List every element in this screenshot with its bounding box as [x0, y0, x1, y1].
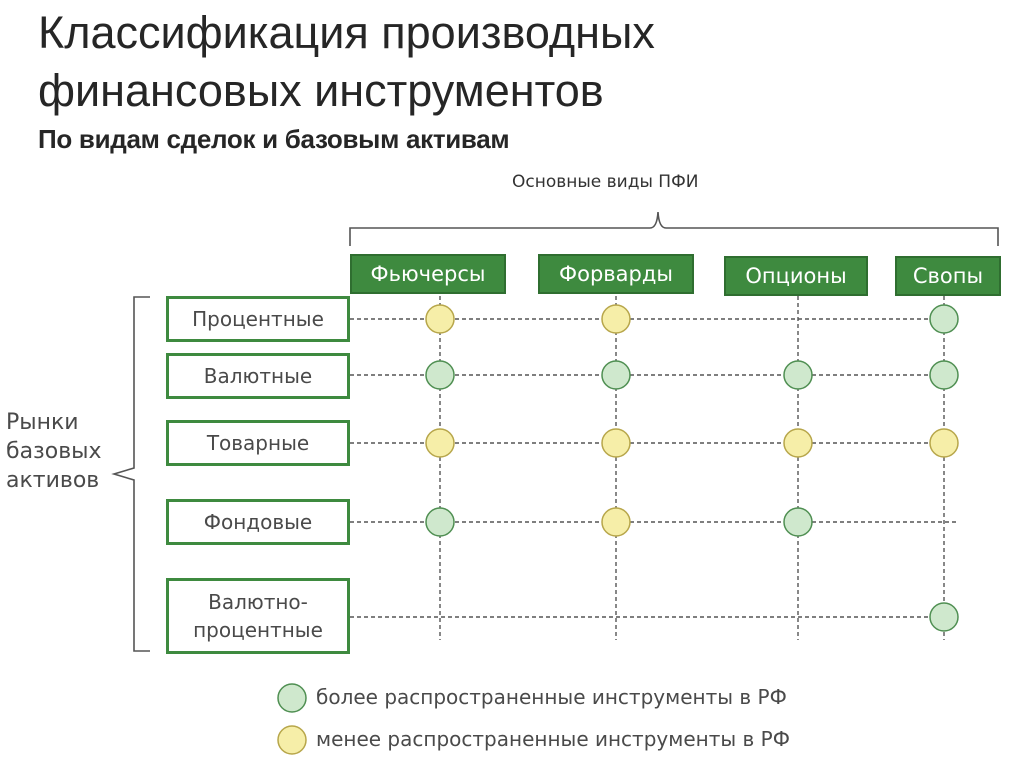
row-header-interest-text: Процентные [192, 307, 324, 331]
less-common-marker [425, 304, 455, 334]
rows-bracket [111, 296, 150, 652]
row-header-currency-interest-line-1: Валютно- [208, 590, 308, 614]
more-common-marker [425, 360, 455, 390]
rows-caption: Рынки базовых активов [6, 408, 102, 495]
grid-dots [425, 304, 959, 632]
row-header-currency-interest: Валютно- процентные [166, 578, 350, 654]
rows-caption-line-2: базовых [6, 439, 102, 464]
row-header-currency-interest-line-2: процентные [193, 618, 323, 642]
rows-caption-line-1: Рынки [6, 410, 79, 435]
less-common-marker [601, 428, 631, 458]
rows-caption-line-3: активов [6, 468, 100, 493]
less-common-marker [783, 428, 813, 458]
row-header-interest: Процентные [166, 296, 350, 342]
legend-markers [277, 683, 307, 755]
more-common-marker [425, 507, 455, 537]
legend-more-label: более распространенные инструменты в РФ [316, 685, 787, 709]
less-common-marker [601, 304, 631, 334]
row-header-stock-text: Фондовые [203, 510, 313, 534]
row-header-commodity: Товарные [166, 420, 350, 466]
legend-more-marker [277, 683, 307, 713]
title-line-2: финансовых инструментов [38, 65, 604, 116]
columns-brace [349, 211, 999, 246]
more-common-marker [783, 360, 813, 390]
page-subtitle: По видам сделок и базовым активам [38, 124, 510, 154]
row-header-stock: Фондовые [166, 499, 350, 545]
column-header-forwards: Форварды [538, 254, 694, 294]
title-line-1: Классификация производных [38, 7, 655, 58]
column-header-options: Опционы [724, 256, 868, 296]
less-common-marker [601, 507, 631, 537]
more-common-marker [601, 360, 631, 390]
columns-caption: Основные виды ПФИ [512, 172, 699, 192]
more-common-marker [929, 360, 959, 390]
more-common-marker [929, 304, 959, 334]
column-header-futures: Фьючерсы [350, 254, 506, 294]
grid-lines [350, 296, 958, 640]
more-common-marker [929, 602, 959, 632]
row-header-currency: Валютные [166, 353, 350, 399]
column-header-swaps: Свопы [895, 256, 1001, 296]
legend-less-label: менее распространенные инструменты в РФ [316, 727, 790, 751]
page-title: Классификация производных финансовых инс… [38, 4, 655, 120]
legend-less-marker [277, 725, 307, 755]
row-header-commodity-text: Товарные [206, 431, 310, 455]
more-common-marker [783, 507, 813, 537]
less-common-marker [425, 428, 455, 458]
row-header-currency-text: Валютные [203, 364, 313, 388]
less-common-marker [929, 428, 959, 458]
